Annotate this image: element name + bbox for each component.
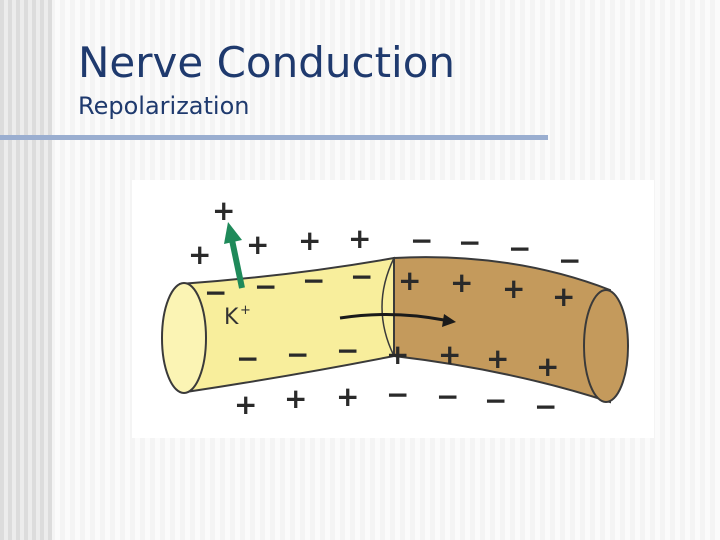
charge-minus: − [508, 232, 531, 265]
inner-charges-bottom: − − − + + + + [236, 334, 559, 383]
axon-illustration: K + + + + + + − − − − − − − − + + + + [161, 194, 629, 423]
charge-plus: + [246, 228, 269, 261]
potassium-efflux-arrow [224, 222, 245, 289]
charge-plus: + [536, 350, 559, 383]
charge-plus: + [336, 380, 359, 413]
charge-plus: + [386, 338, 409, 371]
repolarization-diagram: K + + + + + + − − − − − − − − + + + + [132, 180, 654, 438]
outer-charges-top: + + + + + − − − − [188, 194, 581, 277]
slide-subtitle: Repolarization [78, 92, 250, 120]
charge-plus: + [552, 280, 575, 313]
charge-plus: + [234, 388, 257, 421]
charge-plus: + [398, 264, 421, 297]
charge-minus: − [236, 342, 259, 375]
outer-charges-bottom: + + + − − − − [234, 378, 557, 423]
slide-title: Nerve Conduction [78, 38, 456, 87]
charge-plus: + [486, 342, 509, 375]
charge-minus: − [558, 244, 581, 277]
charge-minus: − [386, 378, 409, 411]
axon-right-end [583, 289, 629, 403]
charge-minus: − [336, 334, 359, 367]
charge-plus: + [188, 238, 211, 271]
slide-left-band [0, 0, 52, 540]
inner-charges-top: − − − − + + + + [204, 260, 575, 313]
charge-plus: + [502, 272, 525, 305]
title-rule [0, 135, 548, 140]
charge-minus: − [350, 260, 373, 293]
charge-minus: − [302, 264, 325, 297]
charge-plus: + [438, 338, 461, 371]
charge-minus: − [534, 390, 557, 423]
charge-plus: + [284, 382, 307, 415]
ion-label: K [224, 305, 239, 330]
charge-minus: − [204, 276, 227, 309]
charge-minus: − [410, 224, 433, 257]
charge-plus: + [212, 194, 235, 227]
axon-left-end [161, 282, 207, 394]
charge-plus: + [298, 224, 321, 257]
charge-minus: − [286, 338, 309, 371]
ion-charge: + [240, 303, 251, 318]
charge-minus: − [254, 270, 277, 303]
segment-boundary [381, 257, 395, 357]
charge-minus: − [458, 226, 481, 259]
charge-minus: − [436, 380, 459, 413]
charge-plus: + [450, 266, 473, 299]
charge-plus: + [348, 222, 371, 255]
charge-minus: − [484, 384, 507, 417]
impulse-direction-arrow [339, 312, 456, 327]
